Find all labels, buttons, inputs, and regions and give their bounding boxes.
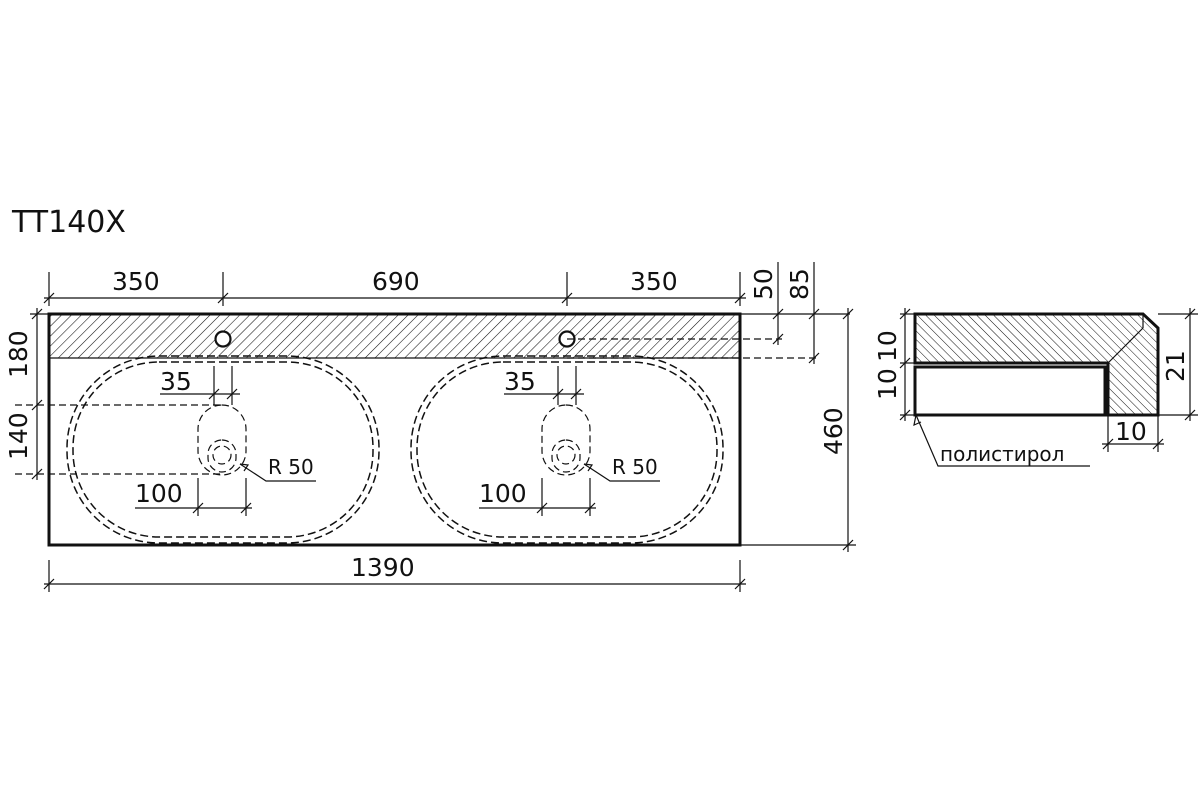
dim-left-180: 180 [4, 330, 33, 378]
section-hatched-body [913, 312, 1160, 417]
section-material-label: полистирол [940, 442, 1064, 466]
drain-left [212, 445, 232, 465]
drain-slot-left-inner [207, 439, 237, 473]
basin-right-inner [416, 361, 718, 538]
section-dim-height: 21 [1161, 350, 1190, 382]
drain-slot-right [541, 404, 591, 476]
dim-right-50: 50 [749, 268, 778, 300]
dim-hole-35-left: 35 [160, 367, 192, 396]
dim-radius-right: R 50 [612, 455, 658, 479]
countertop-outline [47, 312, 742, 547]
drain-slot-right-inner [551, 439, 581, 473]
basin-left-inner [72, 361, 374, 538]
section-dim-top: 10 [873, 330, 902, 362]
section-dim-lower: 10 [873, 368, 902, 400]
drain-slot-left [197, 404, 247, 476]
dim-drain-100-right: 100 [479, 479, 527, 508]
dim-overall-depth: 460 [819, 407, 848, 455]
dim-top-mid: 690 [372, 267, 420, 296]
dim-top-right: 350 [630, 267, 678, 296]
drain-right [556, 445, 576, 465]
dimension-lines [30, 262, 856, 592]
dim-right-85: 85 [785, 268, 814, 300]
dim-hole-35-right: 35 [504, 367, 536, 396]
dim-radius-left: R 50 [268, 455, 314, 479]
dim-drain-100-left: 100 [135, 479, 183, 508]
hatched-back-band [49, 314, 740, 358]
plan-view [15, 312, 818, 547]
section-view [899, 308, 1198, 467]
basin-right-outer [410, 355, 724, 544]
section-polystyrene [913, 365, 1107, 417]
drawing-title: TT140X [11, 205, 126, 240]
dim-overall-width: 1390 [351, 553, 415, 582]
dim-left-140: 140 [4, 412, 33, 460]
section-dim-bottom: 10 [1115, 417, 1147, 446]
dim-top-left: 350 [112, 267, 160, 296]
faucet-hole-left [214, 330, 232, 348]
basin-left-outer [66, 355, 380, 544]
